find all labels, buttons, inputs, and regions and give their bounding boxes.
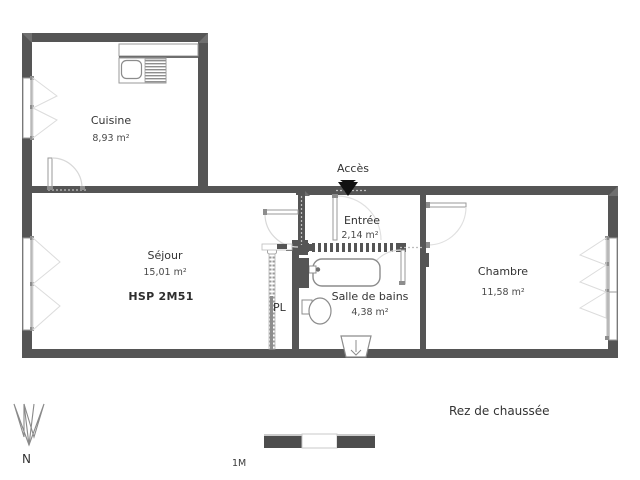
- bathtub: [299, 258, 381, 288]
- room-label-entree: Entrée: [343, 214, 381, 227]
- north-label: N: [22, 452, 31, 466]
- room-area-cuisine: 8,93 m²: [92, 133, 130, 144]
- door-cuisine: [47, 157, 85, 190]
- room-area-entree: 2,14 m²: [341, 230, 379, 241]
- acces-arrow-icon: [338, 180, 358, 196]
- room-label-cuisine: Cuisine: [90, 114, 132, 127]
- room-label-chambre: Chambre: [477, 265, 529, 278]
- closet-label-pl: PL: [273, 301, 286, 314]
- window-sejour-left: [22, 236, 61, 332]
- room-label-salle-de-bains: Salle de bains: [331, 290, 409, 303]
- room-area-salle-de-bains: 4,38 m²: [351, 307, 389, 318]
- door-chambre: [423, 202, 467, 267]
- room-label-sejour: Séjour: [147, 249, 183, 262]
- scale-bar-label: 1M: [232, 458, 247, 469]
- floor-level-label: Rez de chaussée: [449, 404, 550, 418]
- kitchen-hob: [144, 58, 167, 83]
- window-chambre-right-lower: [578, 291, 618, 341]
- wall-nubs: [288, 186, 305, 195]
- door-entree-sejour: [263, 209, 299, 248]
- wall-bevel: [22, 33, 618, 196]
- room-area-sejour: 15,01 m²: [143, 267, 187, 278]
- door-entree-main: [332, 194, 382, 241]
- kitchen-sink: [120, 59, 143, 80]
- kitchen-counter: [118, 43, 199, 58]
- scale-bar: [264, 433, 375, 449]
- placard-pl: [261, 243, 293, 350]
- window-chambre-right-upper: [578, 236, 618, 293]
- wc-toilet: [301, 297, 332, 325]
- washbasin: [340, 335, 372, 358]
- room-area-chambre: 11,58 m²: [481, 287, 525, 298]
- ceiling-height-note: HSP 2M51: [128, 290, 194, 303]
- access-label: Accès: [337, 162, 369, 175]
- north-arrow-icon: [13, 403, 45, 447]
- window-kitchen-left: [22, 76, 58, 140]
